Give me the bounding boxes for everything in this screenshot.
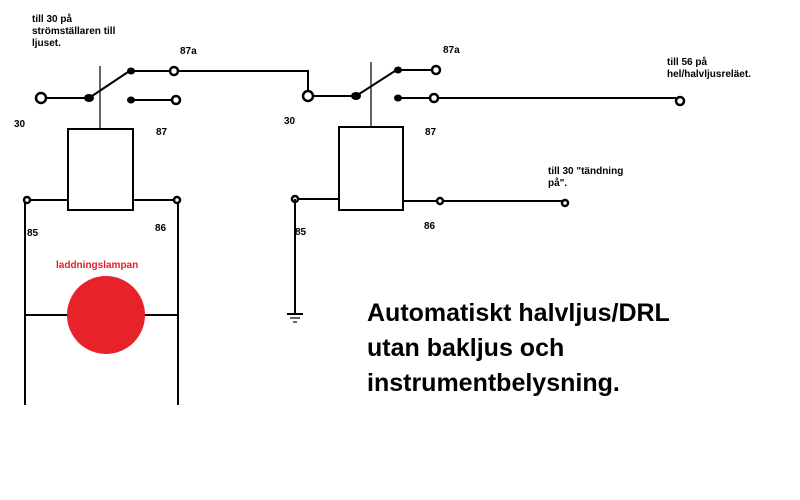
- relay-2-switch-arm: [355, 70, 396, 97]
- lamp-label: laddningslampan: [56, 260, 138, 271]
- title-line-3: instrumentbelysning.: [367, 369, 620, 397]
- relay-1-label-85: 85: [27, 228, 39, 239]
- relay-2-terminal-87: [428, 92, 440, 104]
- relay-2-note-86-line-1: till 30 "tändning: [548, 166, 623, 177]
- relay-2: 30 87a 87 85 86 till 56 på hel/halvljusr…: [284, 45, 751, 323]
- relay-2-terminal-86: [435, 196, 445, 206]
- relay-1-switch-arm: [88, 71, 129, 99]
- relay-2-label-87a: 87a: [443, 45, 460, 56]
- relay-2-note-87-line-2: hel/halvljusreläet.: [667, 69, 751, 80]
- relay-1-note-line-2: strömställaren till: [32, 26, 116, 37]
- relay-2-label-85: 85: [295, 227, 307, 238]
- relay-1: 30 87a 87 85 86 till 30 på strömställare…: [14, 13, 197, 239]
- relay-2-note-86-line-2: på".: [548, 177, 567, 189]
- relay-2-terminal-30: [301, 89, 315, 103]
- relay-2-coil: [338, 126, 404, 211]
- relay-2-label-86: 86: [424, 221, 436, 232]
- charge-lamp: [67, 276, 145, 354]
- relay-1-label-87a: 87a: [180, 46, 197, 57]
- relay-1-terminal-85: [22, 195, 32, 205]
- relay-2-terminal-ignition: [560, 198, 570, 208]
- ground-icon: [287, 313, 303, 323]
- relay-1-terminal-86: [172, 195, 182, 205]
- relay-1-terminal-30: [34, 91, 48, 105]
- diagram-title: Automatiskt halvljus/DRL utan bakljus oc…: [367, 299, 670, 397]
- relay-1-coil: [67, 128, 134, 211]
- relay-2-terminal-56-out: [674, 95, 686, 107]
- link-wire-87a-to-30: [178, 70, 309, 92]
- title-line-2: utan bakljus och: [367, 334, 564, 362]
- relay-2-label-30: 30: [284, 116, 296, 127]
- relay-2-terminal-87a: [430, 64, 442, 76]
- relay-1-label-87: 87: [156, 127, 168, 138]
- relay-2-label-87: 87: [425, 127, 437, 138]
- relay-1-terminal-87a: [168, 65, 180, 77]
- relay-1-note-line-1: till 30 på: [32, 13, 72, 25]
- relay-1-note-line-3: ljuset.: [32, 38, 61, 49]
- lamp-circuit: laddningslampan: [24, 203, 179, 405]
- relay-1-label-86: 86: [155, 223, 167, 234]
- title-line-1: Automatiskt halvljus/DRL: [367, 299, 670, 327]
- relay-1-label-30: 30: [14, 119, 26, 130]
- relay-2-note-87-line-1: till 56 på: [667, 56, 707, 68]
- relay-1-terminal-87: [170, 94, 182, 106]
